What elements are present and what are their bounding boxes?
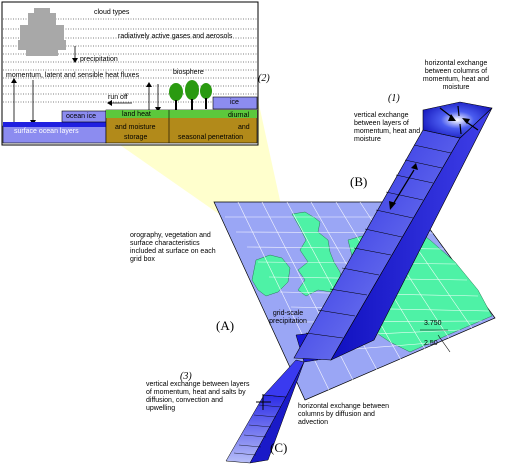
land-heat-label-1: land heat xyxy=(122,111,151,118)
column-b xyxy=(293,101,493,361)
column-c-number: (3) xyxy=(180,371,192,382)
orography-label: orography, vegetation and surface charac… xyxy=(130,232,216,263)
grid-precip-label: grid-scale precipitation xyxy=(269,310,307,325)
column-c-letter: (C) xyxy=(270,440,288,455)
ice-label: ice xyxy=(230,99,239,106)
cloud-types-label: cloud types xyxy=(94,9,130,16)
lon-value-label: 3.750 xyxy=(424,320,442,327)
fluxes-label: momentum, latent and sensible heat fluxe… xyxy=(6,72,140,79)
column-b-number: (1) xyxy=(388,93,400,104)
radiative-gases-label: radiatively active gases and aerosols xyxy=(118,33,233,40)
run-off-label: run off xyxy=(108,94,128,101)
column-c-horizontal-label: horizontal exchange between columns by d… xyxy=(298,403,390,426)
diurnal-label-1: diurnal xyxy=(228,112,250,119)
inset-number: (2) xyxy=(258,73,270,84)
diurnal-label-3: seasonal penetration xyxy=(178,134,243,141)
surface-ocean-label: surface ocean layers xyxy=(14,128,79,135)
tree-icon xyxy=(169,80,212,101)
grid-letter: (A) xyxy=(216,318,235,333)
inset-panel xyxy=(1,1,259,146)
column-c-vertical-label: vertical exchange between layers of mome… xyxy=(146,381,250,412)
diurnal-label-2: and xyxy=(238,124,250,131)
column-b-horizontal-label: horizontal exchange between columns of m… xyxy=(422,60,490,91)
column-b-vertical-label: vertical exchange between layers of mome… xyxy=(354,112,421,143)
lat-value-label: 2.50 xyxy=(424,340,438,347)
column-b-letter: (B) xyxy=(350,174,368,189)
cloud-icon xyxy=(18,8,66,56)
column-c xyxy=(225,359,305,464)
land-heat-label-2: and moisture xyxy=(115,124,156,131)
land-heat-label-3: storage xyxy=(124,134,148,141)
ocean-ice-label: ocean ice xyxy=(66,113,96,120)
precipitation-label: precipitation xyxy=(80,56,118,63)
biosphere-label: biosphere xyxy=(173,69,204,76)
